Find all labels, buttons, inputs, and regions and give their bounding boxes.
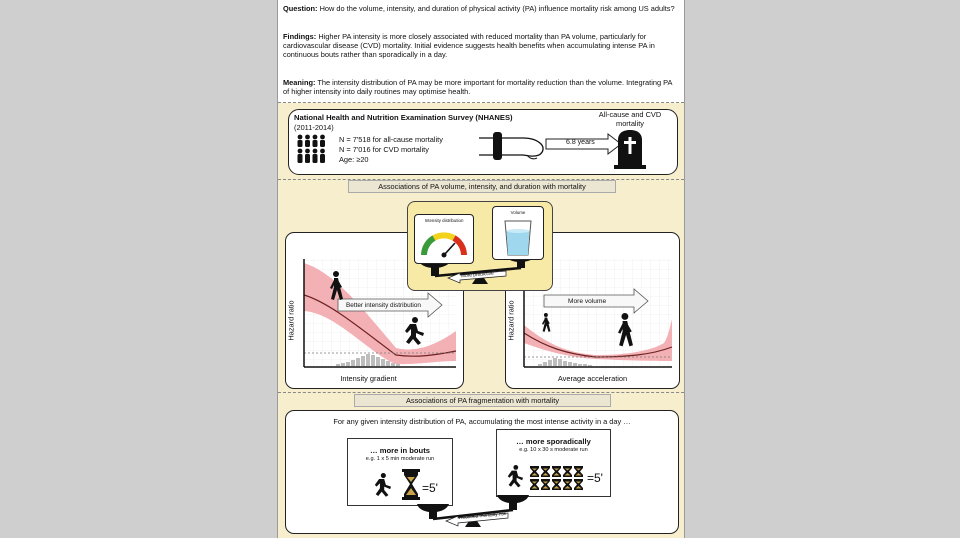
- bouts-example: e.g. 1 x 5 min moderate run: [365, 456, 435, 462]
- sporadic-runner-icon: [507, 465, 523, 488]
- intensity-ylabel: Hazard ratio: [286, 300, 296, 341]
- section2-label: Associations of PA fragmentation with mo…: [354, 394, 611, 407]
- section1-label: Associations of PA volume, intensity, an…: [348, 180, 616, 193]
- findings-paragraph: Findings: Higher PA intensity is more cl…: [283, 32, 679, 60]
- sporadic-icons: [507, 465, 583, 490]
- volume-plot: [523, 259, 673, 368]
- fragmentation-box: For any given intensity distribution of …: [285, 410, 679, 534]
- followup-arrow-icon: [545, 133, 622, 155]
- reduced-mortality-arrow: [445, 512, 509, 527]
- fragmentation-scale-icon: [417, 495, 529, 527]
- mini-hourglass-icon: [541, 466, 550, 477]
- question-text: How do the volume, intensity, and durati…: [319, 4, 675, 13]
- sporadic-card: … more sporadically e.g. 10 x 30 s moder…: [496, 429, 611, 497]
- summary-panel: Question: How do the volume, intensity, …: [278, 0, 684, 103]
- graphical-abstract: Question: How do the volume, intensity, …: [277, 0, 685, 538]
- bouts-runner-icon: [374, 473, 391, 497]
- mini-hourglass-icon: [530, 466, 539, 477]
- mini-hourglass-icon: [552, 466, 561, 477]
- mini-hourglass-icon: [574, 466, 583, 477]
- question-paragraph: Question: How do the volume, intensity, …: [283, 4, 679, 13]
- findings-text: Higher PA intensity is more closely asso…: [283, 32, 655, 60]
- bouts-title: … more in bouts: [370, 446, 430, 455]
- volume-xlabel: Average acceleration: [557, 374, 628, 383]
- nhanes-title: National Health and Nutrition Examinatio…: [294, 113, 513, 122]
- intensity-plot: [303, 259, 457, 368]
- more-volume-arrow: [543, 288, 649, 314]
- nhanes-box: National Health and Nutrition Examinatio…: [288, 109, 678, 175]
- meaning-label: Meaning:: [283, 78, 316, 87]
- hourglass-icon: [402, 469, 420, 500]
- walker-icon: [330, 271, 343, 300]
- volume-label: Volume: [510, 210, 526, 215]
- mini-hourglass-icon: [574, 479, 583, 490]
- intensity-xlabel: Intensity gradient: [340, 374, 397, 383]
- people-group-icon: [297, 134, 325, 163]
- mini-hourglass-grid: [530, 466, 583, 490]
- small-walker-icon: [542, 313, 551, 332]
- intensity-distribution-card: Intensity distribution: [414, 214, 474, 264]
- gravestone-icon: [614, 130, 646, 169]
- mini-hourglass-icon: [563, 479, 572, 490]
- sporadic-title: … more sporadically: [516, 437, 591, 446]
- volume-plot-box: Hazard ratio Average acceleration More v…: [505, 232, 680, 389]
- bouts-icons: [374, 469, 420, 500]
- outcome-label-line2: mortality: [616, 119, 644, 128]
- wristwatch-icon: [479, 132, 544, 160]
- more-predictive-arrow: [447, 270, 507, 284]
- followup-label: 6.8 years: [566, 139, 595, 146]
- mini-hourglass-icon: [563, 466, 572, 477]
- mini-hourglass-icon: [530, 479, 539, 490]
- fragmentation-intro: For any given intensity distribution of …: [333, 417, 631, 426]
- outcome-label-line1: All-cause and CVD: [598, 110, 662, 119]
- nhanes-age: Age: ≥20: [339, 155, 369, 164]
- meaning-paragraph: Meaning: The intensity distribution of P…: [283, 78, 679, 96]
- more-volume-label: More volume: [568, 298, 607, 305]
- nhanes-n-cvd: N = 7'016 for CVD mortality: [339, 145, 429, 154]
- mini-hourglass-icon: [541, 479, 550, 490]
- volume-ylabel: Hazard ratio: [506, 300, 516, 341]
- sporadic-example: e.g. 10 x 30 s moderate run: [519, 447, 588, 453]
- sporadic-equals: =5': [587, 471, 603, 485]
- separator-1: [278, 179, 684, 180]
- nhanes-years: (2011-2014): [294, 123, 334, 132]
- volume-card: Volume: [492, 206, 544, 260]
- bouts-card: … more in bouts e.g. 1 x 5 min moderate …: [347, 438, 453, 506]
- intensity-histogram: [336, 354, 400, 366]
- intensity-distribution-label: Intensity distribution: [424, 218, 464, 223]
- separator-2: [278, 392, 684, 393]
- gauge-icon: [421, 232, 467, 258]
- findings-label: Findings:: [283, 32, 317, 41]
- mini-hourglass-icon: [552, 479, 561, 490]
- question-label: Question:: [283, 4, 318, 13]
- nhanes-n-all: N = 7'518 for all-cause mortality: [339, 135, 443, 144]
- intensity-hr-curve: [303, 294, 457, 357]
- bouts-equals: =5': [422, 481, 438, 495]
- runner-icon: [405, 317, 424, 345]
- better-intensity-label: Better intensity distribution: [346, 302, 421, 309]
- volume-histogram: [538, 358, 592, 366]
- water-glass-icon: [504, 220, 532, 256]
- meaning-text: The intensity distribution of PA may be …: [283, 78, 673, 97]
- better-intensity-arrow: [337, 292, 443, 318]
- large-walker-icon: [618, 313, 633, 347]
- intensity-ci-band: [304, 263, 456, 365]
